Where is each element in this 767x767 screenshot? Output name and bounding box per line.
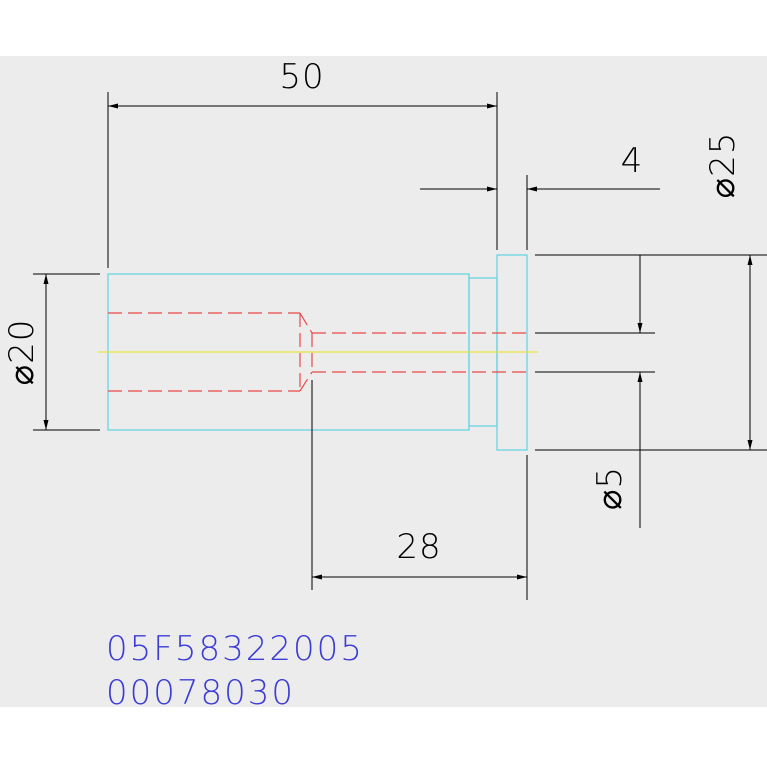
part-number-text: 05F58322005 [106,629,364,669]
dim-text-5: ⌀5 [590,466,630,510]
dim-text-4: 4 [621,141,644,181]
dim-text-20: ⌀20 [2,319,42,386]
bore-chamfer-bottom [299,371,313,392]
dimension-lines [33,92,767,600]
dim-text-28: 28 [396,527,441,567]
bore-chamfer-top [299,312,313,334]
dim-text-50: 50 [279,57,324,97]
hidden-bore [108,312,527,392]
dim-text-25: ⌀25 [703,132,743,199]
sub-number-text: 00078030 [106,673,295,713]
